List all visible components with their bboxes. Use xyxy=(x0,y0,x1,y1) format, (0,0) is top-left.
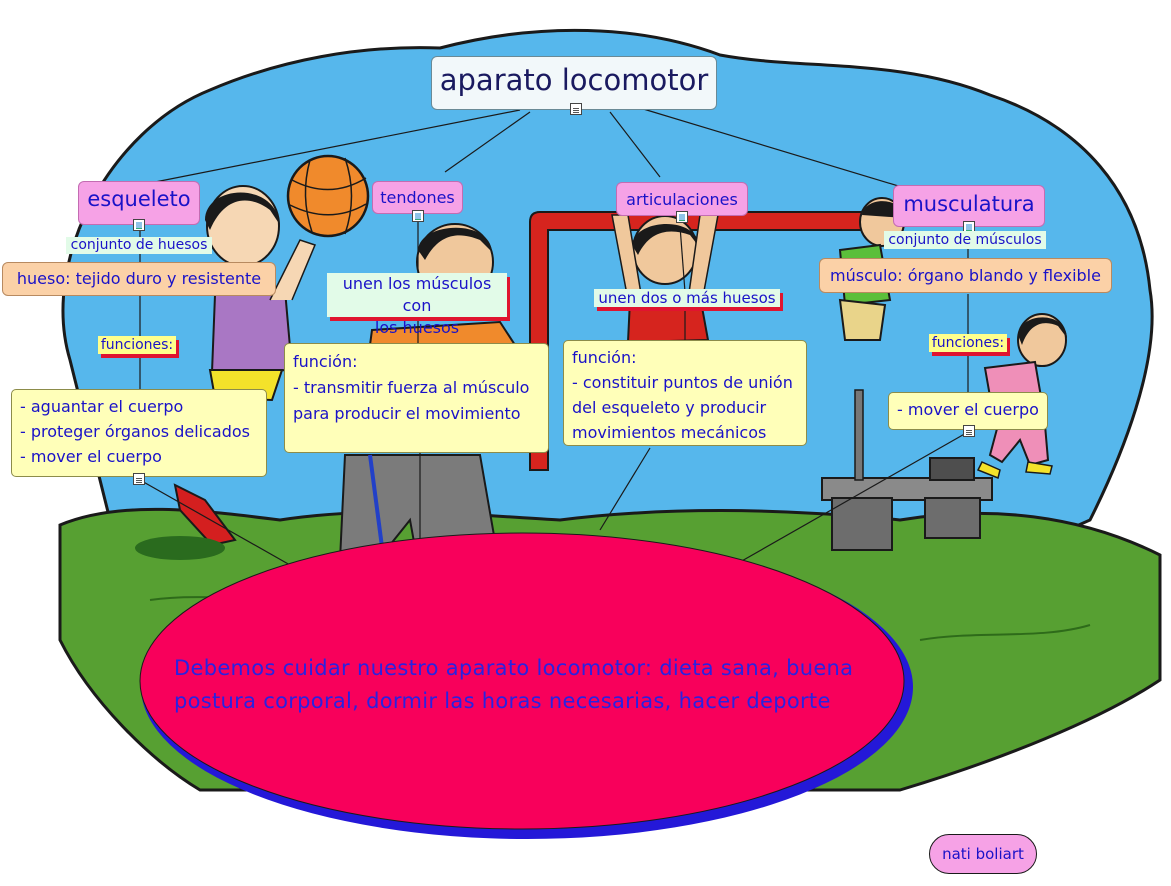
note-icon[interactable] xyxy=(570,103,582,115)
note-icon[interactable] xyxy=(133,473,145,485)
image-icon[interactable] xyxy=(963,221,975,233)
conclusion-ellipse xyxy=(139,532,905,830)
tendones-label: tendones xyxy=(380,188,455,207)
tendones-subtitle: unen los músculos con los huesos xyxy=(327,273,507,337)
list-item: - mover el cuerpo xyxy=(897,400,1039,419)
node-tendones[interactable]: tendones xyxy=(372,181,463,222)
node-esqueleto[interactable]: esqueleto xyxy=(78,181,200,231)
title-node[interactable]: aparato locomotor xyxy=(431,56,717,115)
tendones-subtitle-line1: unen los músculos con xyxy=(342,274,492,315)
articulaciones-function-line1: - constituir puntos de unión xyxy=(572,373,793,392)
esqueleto-label: esqueleto xyxy=(87,187,191,211)
musculatura-definition[interactable]: músculo: órgano blando y flexible xyxy=(819,258,1112,293)
list-item: - aguantar el cuerpo xyxy=(20,397,184,416)
articulaciones-function-line2: del esqueleto y producir xyxy=(572,398,767,417)
node-articulaciones[interactable]: articulaciones xyxy=(616,182,748,223)
image-icon[interactable] xyxy=(676,211,688,223)
articulaciones-label: articulaciones xyxy=(626,190,738,209)
node-musculatura[interactable]: musculatura xyxy=(893,185,1045,233)
articulaciones-subtitle: unen dos o más huesos xyxy=(594,289,780,307)
conclusion-line1: Debemos cuidar nuestro aparato locomotor… xyxy=(174,656,854,680)
author-label: nati boliart xyxy=(942,845,1024,863)
ball xyxy=(286,154,370,238)
list-item: - mover el cuerpo xyxy=(20,447,162,466)
musculatura-label: musculatura xyxy=(903,192,1035,216)
page-title: aparato locomotor xyxy=(439,63,709,97)
articulaciones-function-line3: movimientos mecánicos xyxy=(572,423,767,442)
conclusion-line2: postura corporal, dormir las horas neces… xyxy=(174,689,831,713)
author-badge[interactable]: nati boliart xyxy=(929,834,1037,874)
tendones-subtitle-line2: los huesos xyxy=(374,318,460,337)
tendones-function-box[interactable]: función: - transmitir fuerza al músculo … xyxy=(284,343,549,453)
image-icon[interactable] xyxy=(133,219,145,231)
bench xyxy=(821,477,993,501)
musculatura-subtitle: conjunto de músculos xyxy=(884,231,1046,249)
tendones-function-title: función: xyxy=(293,352,358,371)
articulaciones-function-title: función: xyxy=(572,348,637,367)
esqueleto-functions-label: funciones: xyxy=(98,336,176,354)
musculatura-functions-box[interactable]: - mover el cuerpo xyxy=(888,392,1048,437)
connector-lines xyxy=(139,107,969,566)
esqueleto-definition[interactable]: hueso: tejido duro y resistente xyxy=(2,262,276,296)
note-icon[interactable] xyxy=(963,425,975,437)
esqueleto-subtitle: conjunto de huesos xyxy=(66,237,212,254)
tendones-function-line1: - transmitir fuerza al músculo xyxy=(293,378,530,397)
list-item: - proteger órganos delicados xyxy=(20,422,250,441)
tendones-function-line2: para producir el movimiento xyxy=(293,404,521,423)
conclusion-text: Debemos cuidar nuestro aparato locomotor… xyxy=(174,652,894,718)
articulaciones-function-box[interactable]: función: - constituir puntos de unión de… xyxy=(563,340,807,446)
esqueleto-functions-box[interactable]: - aguantar el cuerpo - proteger órganos … xyxy=(11,389,267,485)
pull-up-bar xyxy=(529,211,876,471)
image-icon[interactable] xyxy=(412,210,424,222)
musculatura-functions-label: funciones: xyxy=(929,334,1007,352)
